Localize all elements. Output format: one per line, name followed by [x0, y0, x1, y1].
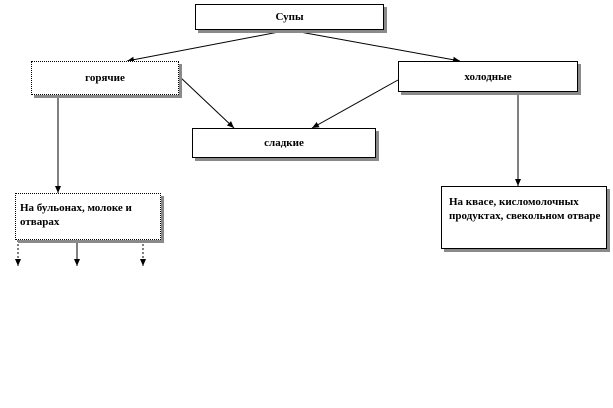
- node-soups-label: Супы: [275, 11, 304, 23]
- node-hot: горячие: [31, 61, 179, 95]
- node-hot-subtypes: На бульонах, молоке и отварах: [15, 193, 161, 240]
- arrow-root-to-cold: [288, 29, 461, 63]
- arrow-hot-to-sweet: [179, 76, 235, 129]
- node-cold-label: холодные: [464, 70, 512, 83]
- arrow-root-to-hot: [126, 29, 290, 63]
- node-hot-label: горячие: [85, 72, 125, 84]
- arrow-cold-to-sweet: [311, 79, 399, 129]
- node-hot-subtypes-label: На бульонах, молоке и отварах: [20, 202, 132, 228]
- node-cold: холодные: [398, 61, 578, 92]
- node-sweet-label: сладкие: [264, 137, 304, 149]
- node-soups: Супы: [195, 4, 384, 30]
- node-cold-subtypes-label: На квасе, кисломолочных продуктах, свеко…: [449, 196, 601, 222]
- node-sweet: сладкие: [192, 128, 376, 158]
- node-cold-subtypes: На квасе, кисломолочных продуктах, свеко…: [441, 186, 607, 249]
